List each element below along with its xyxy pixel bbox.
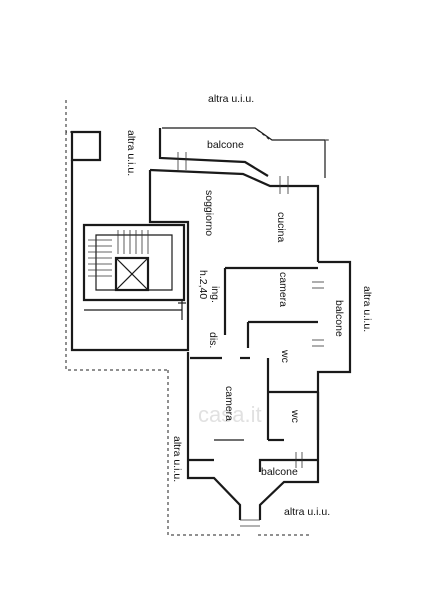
watermark: casa.it (198, 402, 262, 427)
label-wc-lower: wc (289, 409, 301, 423)
label-dis: dis. (207, 332, 219, 348)
interior-walls (188, 266, 320, 462)
label-balcone-top: balcone (207, 139, 244, 151)
label-balcone-bottom: balcone (261, 466, 298, 478)
label-ing: ing. (209, 286, 221, 303)
label-cucina: cucina (275, 212, 287, 243)
label-height: h.2,40 (197, 270, 209, 299)
label-altra-uiu-top: altra u.i.u. (208, 93, 254, 105)
label-altra-uiu-right: altra u.i.u. (361, 286, 373, 332)
label-camera-lower: camera (223, 386, 235, 421)
exterior-walls (148, 127, 352, 520)
label-altra-uiu-bottom-left: altra u.i.u. (171, 436, 183, 482)
window-marks (177, 152, 324, 527)
label-camera-upper: camera (277, 272, 289, 307)
label-altra-uiu-left: altra u.i.u. (125, 130, 137, 176)
label-balcone-right: balcone (333, 300, 345, 337)
label-altra-uiu-bottom: altra u.i.u. (284, 506, 330, 518)
stairwell (70, 130, 186, 352)
label-wc-upper: wc (279, 349, 291, 363)
label-soggiorno: soggiorno (203, 190, 215, 236)
